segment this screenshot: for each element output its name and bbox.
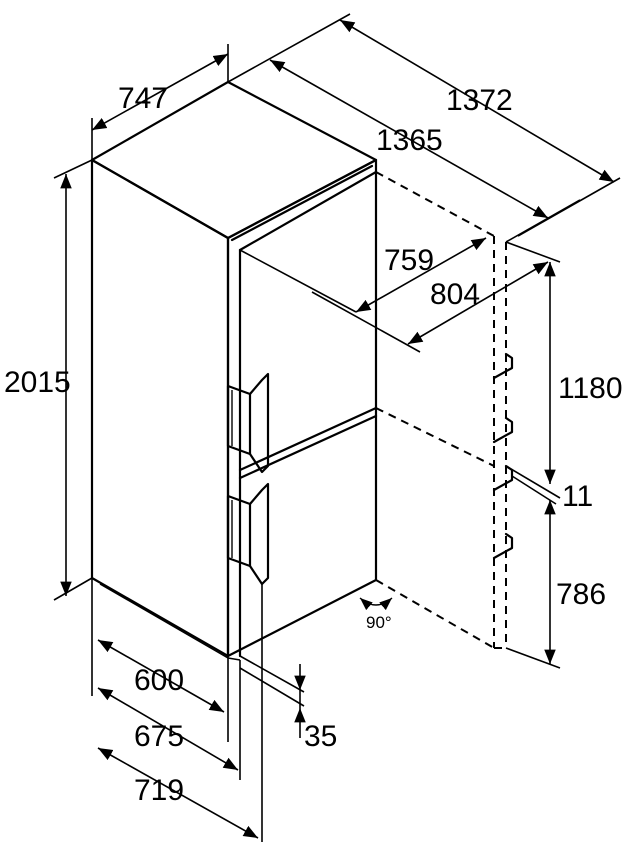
door-swing-indicator: 90° — [359, 597, 393, 632]
dim-1180-label: 1180 — [558, 372, 623, 405]
dim-1365-label: 1365 — [376, 124, 443, 157]
dim-11: 11 — [505, 465, 593, 513]
angle-label: 90° — [366, 613, 392, 632]
dim-2015-label: 2015 — [4, 366, 71, 399]
dim-759-label: 759 — [384, 244, 434, 277]
dim-786-label: 786 — [556, 578, 606, 611]
refrigerator-body — [90, 80, 378, 661]
dim-600-label: 600 — [134, 664, 184, 697]
dim-719: 719 — [97, 584, 263, 842]
dim-35-label: 35 — [304, 720, 337, 753]
dim-600: 600 — [91, 578, 229, 742]
dim-675-label: 675 — [134, 720, 184, 753]
open-door-outline — [375, 171, 514, 649]
dim-804: 804 — [311, 261, 549, 353]
dim-747: 747 — [91, 44, 229, 160]
dim-2015: 2015 — [4, 159, 93, 601]
dim-1365: 1365 — [269, 59, 581, 243]
dim-11-label: 11 — [562, 480, 593, 513]
dim-1372-label: 1372 — [446, 84, 513, 117]
dim-35: 35 — [239, 655, 337, 753]
dim-786: 786 — [505, 500, 606, 669]
door-handle-lower — [226, 482, 270, 586]
dim-804-label: 804 — [430, 278, 480, 311]
door-handle-upper — [226, 372, 270, 474]
dim-1180: 1180 — [505, 241, 623, 484]
dim-719-label: 719 — [134, 774, 184, 807]
dim-747-label: 747 — [118, 82, 168, 115]
